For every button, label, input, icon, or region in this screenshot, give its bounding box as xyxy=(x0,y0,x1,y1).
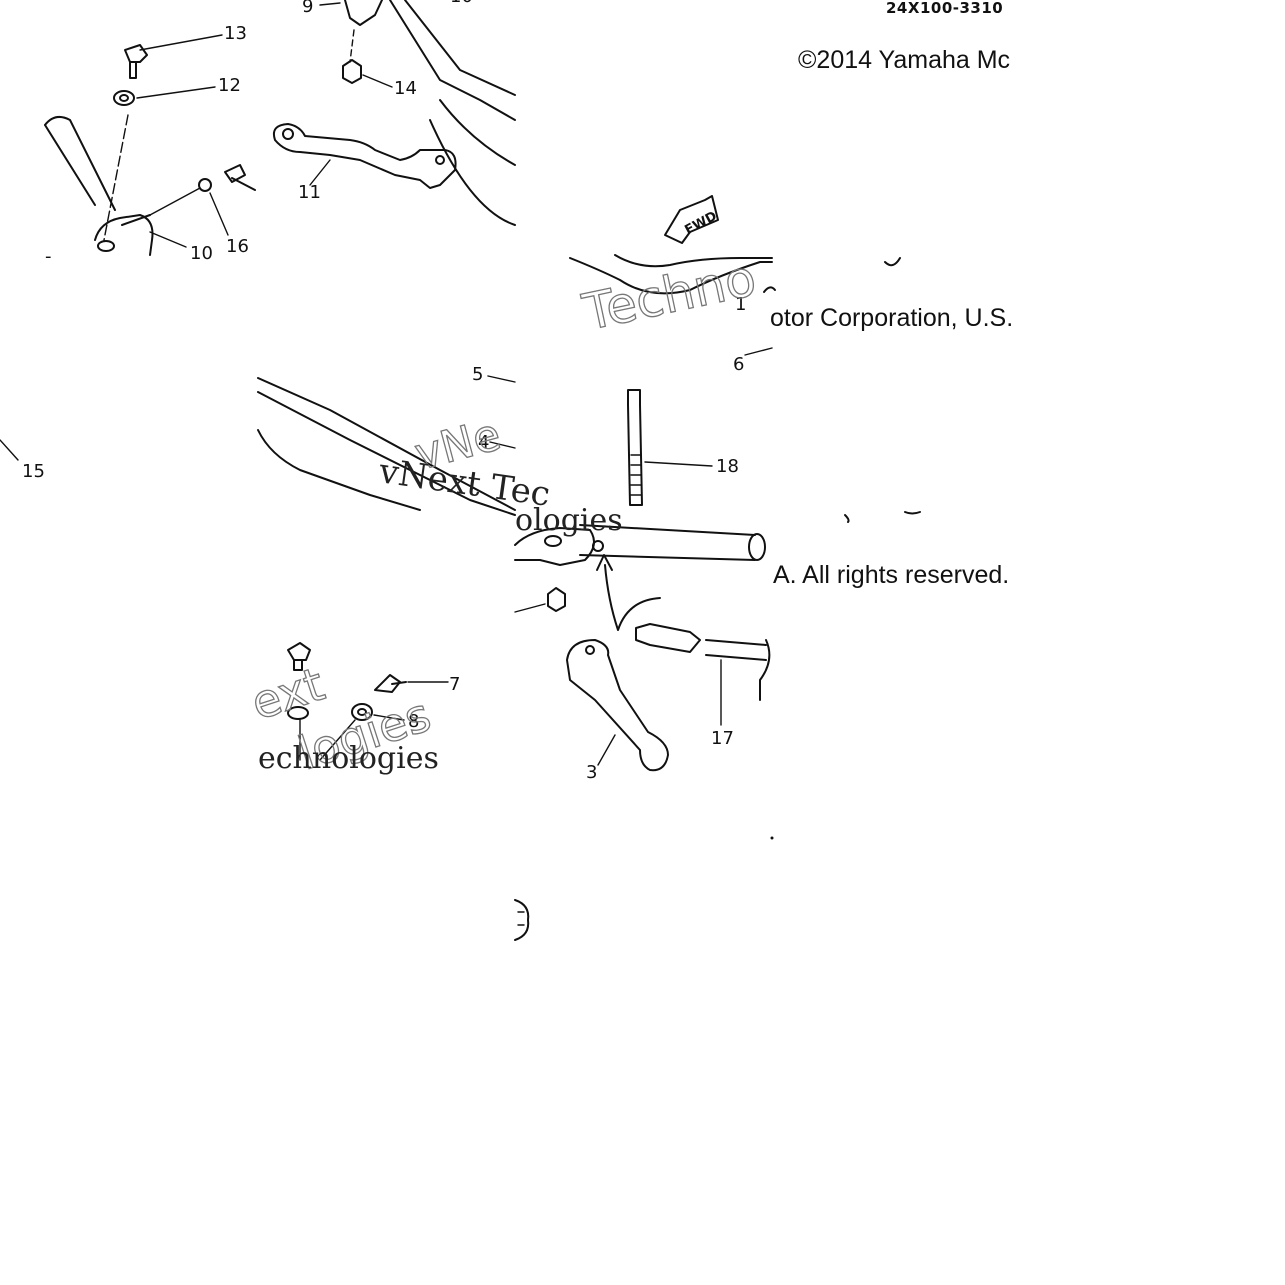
misc-fragments xyxy=(514,511,921,941)
callout-fragment: - xyxy=(45,246,52,267)
tile-lower-left: 7 8 ext logies echnologies xyxy=(244,642,460,781)
callout-6: 6 xyxy=(733,354,744,375)
callout-17: 17 xyxy=(711,728,734,749)
callout-8: 8 xyxy=(408,711,419,732)
copyright-line-2: otor Corporation, U.S. xyxy=(770,304,1014,332)
callout-5: 5 xyxy=(472,364,483,385)
callout-12: 12 xyxy=(218,75,241,96)
fwd-arrow-label: FWD xyxy=(682,209,719,238)
callout-9: 9 xyxy=(302,0,313,17)
callout-13: 13 xyxy=(224,23,247,44)
callout-4: 4 xyxy=(478,432,489,453)
tile-middle: 1 6 Techno 15 xyxy=(0,248,776,482)
copyright-line-1: ©2014 Yamaha Mc xyxy=(798,46,1011,74)
watermark-echnologies: echnologies xyxy=(258,741,439,776)
watermark-ologies: ologies xyxy=(515,503,623,538)
watermark-techno: Techno xyxy=(577,249,761,342)
fwd-arrow-icon: FWD xyxy=(664,195,720,244)
callout-14: 14 xyxy=(394,78,417,99)
callout-15: 15 xyxy=(22,461,45,482)
copyright-line-3: A. All rights reserved. xyxy=(773,561,1010,589)
callout-3: 3 xyxy=(586,762,597,783)
callout-18: 18 xyxy=(716,456,739,477)
tile-center-right: 18 17 3 ologies xyxy=(514,389,771,783)
tile-top-right: 24X100-3310 FWD xyxy=(664,0,1003,267)
part-code: 24X100-3310 xyxy=(886,0,1003,17)
tile-top-left: 13 12 14 9 10 11 16 10 - xyxy=(44,0,516,267)
callout-16: 16 xyxy=(226,236,249,257)
callout-1: 1 xyxy=(735,294,746,315)
watermark-ext: ext xyxy=(245,657,331,731)
callout-7: 7 xyxy=(449,674,460,695)
callout-11: 11 xyxy=(298,182,321,203)
callout-10-top: 10 xyxy=(450,0,473,7)
callout-10: 10 xyxy=(190,243,213,264)
tile-center-left: 5 4 vNe vNext Tec xyxy=(257,364,553,516)
